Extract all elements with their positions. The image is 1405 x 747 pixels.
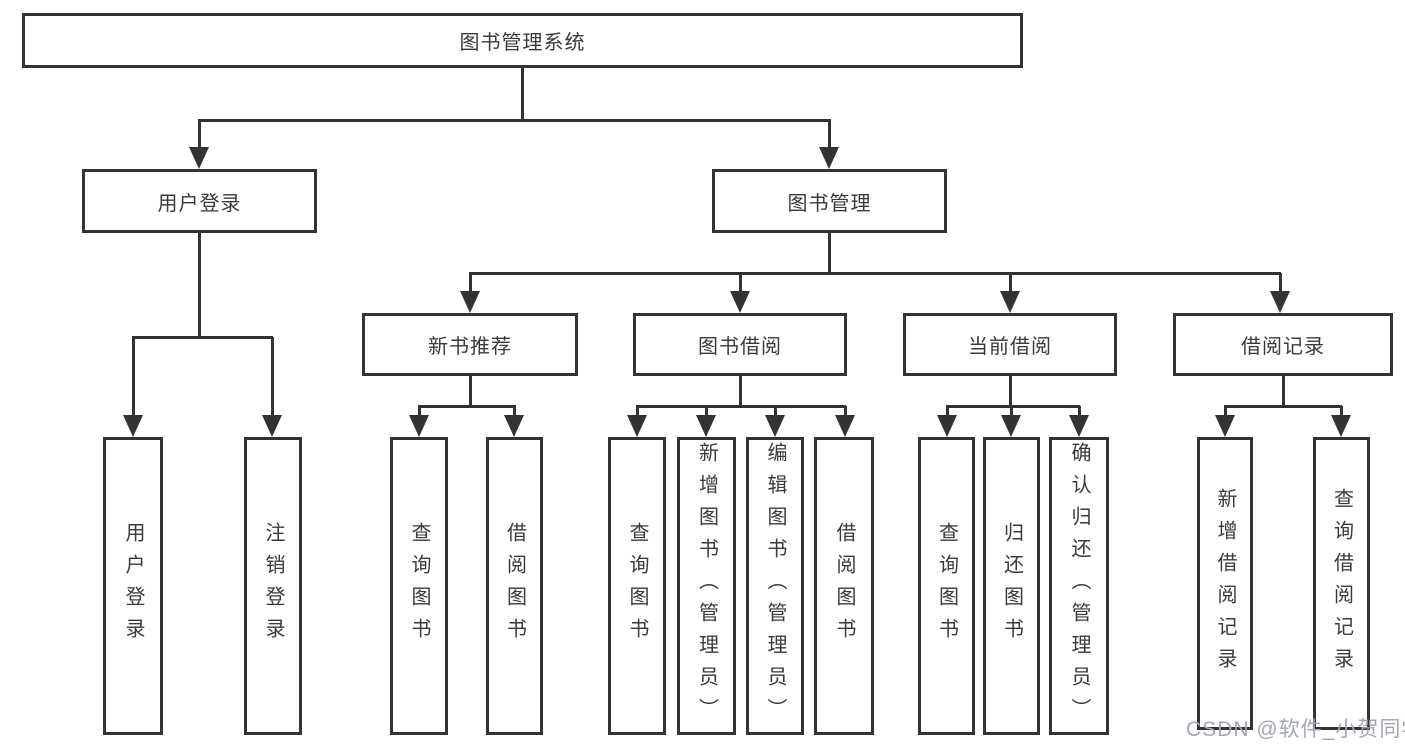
- leaf-borrow-books-recommend: 借阅图书: [486, 437, 543, 735]
- connector-line: [512, 406, 516, 419]
- connector-line: [1008, 376, 1012, 407]
- arrow-down-icon: [835, 415, 855, 437]
- node-current-borrowing: 当前借阅: [903, 313, 1117, 376]
- arrow-down-icon: [1270, 291, 1290, 313]
- leaf-add-book-admin: 新增图书（管理员）: [677, 437, 736, 735]
- connector-line: [417, 406, 421, 419]
- connector-line: [131, 337, 135, 419]
- csdn-watermark: CSDN @软件_小贺同学: [1186, 718, 1405, 741]
- leaf-query-borrow-record: 查询借阅记录: [1313, 437, 1370, 730]
- arrow-down-icon: [1001, 415, 1021, 437]
- node-borrowing-records-label: 借阅记录: [1241, 336, 1325, 358]
- node-new-book-recommend-label: 新书推荐: [428, 336, 512, 358]
- connector-line: [198, 118, 831, 122]
- connector-line: [197, 233, 201, 337]
- connector-line: [1009, 406, 1013, 419]
- leaf-query-books-recommend: 查询图书: [390, 437, 448, 735]
- leaf-return-book-label: 归还图书: [1000, 522, 1023, 650]
- arrow-down-icon: [765, 415, 785, 437]
- arrow-down-icon: [189, 147, 209, 169]
- node-book-management: 图书管理: [712, 169, 947, 233]
- connector-line: [1223, 406, 1227, 419]
- leaf-edit-book-admin: 编辑图书（管理员）: [746, 437, 804, 735]
- leaf-confirm-return-admin: 确认归还（管理员）: [1049, 437, 1109, 735]
- connector-line: [1339, 406, 1343, 419]
- node-book-management-label: 图书管理: [787, 192, 872, 215]
- node-new-book-recommend: 新书推荐: [362, 313, 578, 376]
- arrow-down-icon: [504, 415, 524, 437]
- connector-line: [827, 120, 831, 151]
- arrow-down-icon: [1331, 415, 1351, 437]
- connector-line: [738, 273, 742, 295]
- arrow-down-icon: [937, 415, 957, 437]
- leaf-user-login: 用户登录: [103, 437, 163, 735]
- arrow-down-icon: [1215, 415, 1235, 437]
- connector-line: [132, 335, 273, 339]
- leaf-query-books-borrow-label: 查询图书: [626, 522, 648, 650]
- leaf-add-borrow-record: 新增借阅记录: [1197, 437, 1253, 730]
- leaf-logout: 注销登录: [244, 437, 302, 735]
- connector-line: [469, 271, 1281, 275]
- arrow-down-icon: [1069, 415, 1089, 437]
- connector-line: [418, 404, 516, 408]
- arrow-down-icon: [730, 291, 750, 313]
- connector-line: [1077, 406, 1081, 419]
- node-user-login: 用户登录: [82, 169, 317, 233]
- arrow-down-icon: [1000, 291, 1020, 313]
- leaf-return-book: 归还图书: [983, 437, 1040, 735]
- connector-line: [1224, 404, 1342, 408]
- connector-line: [635, 406, 639, 419]
- node-user-login-label: 用户登录: [157, 192, 242, 215]
- connector-line: [468, 376, 472, 407]
- node-book-borrowing-label: 图书借阅: [698, 336, 782, 358]
- arrow-down-icon: [262, 415, 282, 437]
- leaf-add-borrow-record-label: 新增借阅记录: [1214, 487, 1236, 680]
- connector-line: [827, 233, 831, 274]
- leaf-confirm-return-admin-label: 确认归还（管理员）: [1068, 442, 1090, 730]
- arrow-down-icon: [696, 415, 716, 437]
- leaf-borrow-books-borrow: 借阅图书: [814, 437, 874, 735]
- leaf-query-books-current-label: 查询图书: [935, 522, 958, 650]
- connector-line: [520, 68, 524, 120]
- connector-line: [704, 406, 708, 419]
- connector-line: [197, 120, 201, 151]
- connector-line: [270, 337, 274, 419]
- leaf-user-login-label: 用户登录: [122, 522, 144, 650]
- leaf-borrow-books-borrow-label: 借阅图书: [833, 522, 855, 650]
- connector-line: [1008, 273, 1012, 295]
- node-borrowing-records: 借阅记录: [1173, 313, 1393, 376]
- arrow-down-icon: [409, 415, 429, 437]
- node-root: 图书管理系统: [22, 13, 1023, 68]
- connector-line: [468, 273, 472, 295]
- leaf-edit-book-admin-label: 编辑图书（管理员）: [764, 442, 786, 730]
- leaf-query-books-current: 查询图书: [918, 437, 975, 735]
- leaf-add-book-admin-label: 新增图书（管理员）: [695, 442, 718, 730]
- leaf-logout-label: 注销登录: [262, 522, 284, 650]
- connector-line: [946, 404, 1080, 408]
- leaf-query-borrow-record-label: 查询借阅记录: [1330, 487, 1353, 680]
- connector-line: [1281, 376, 1285, 407]
- connector-line: [636, 404, 846, 408]
- leaf-query-books-borrow: 查询图书: [608, 437, 666, 735]
- connector-line: [945, 406, 949, 419]
- connector-line: [843, 406, 847, 419]
- connector-line: [773, 406, 777, 419]
- arrow-down-icon: [123, 415, 143, 437]
- connector-line: [1278, 273, 1282, 295]
- node-book-borrowing: 图书借阅: [633, 313, 847, 376]
- arrow-down-icon: [460, 291, 480, 313]
- connector-line: [738, 376, 742, 407]
- leaf-borrow-books-recommend-label: 借阅图书: [503, 522, 526, 650]
- arrow-down-icon: [627, 415, 647, 437]
- arrow-down-icon: [819, 147, 839, 169]
- leaf-query-books-recommend-label: 查询图书: [408, 522, 430, 650]
- node-root-label: 图书管理系统: [459, 32, 586, 54]
- node-current-borrowing-label: 当前借阅: [968, 336, 1052, 358]
